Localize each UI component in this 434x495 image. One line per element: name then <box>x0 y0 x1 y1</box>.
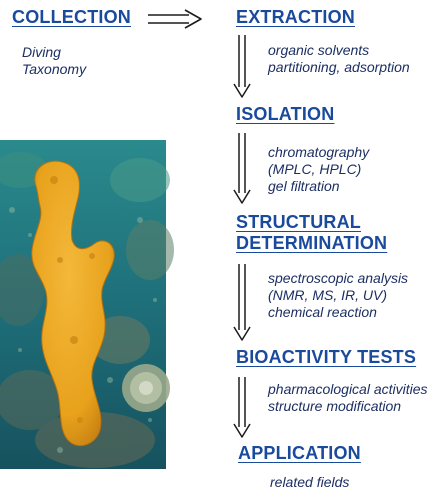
collection-heading: COLLECTION <box>12 7 131 28</box>
isolation-note-1: chromatography <box>268 144 369 161</box>
structural-note-1: spectroscopic analysis <box>268 270 408 287</box>
application-note-1: related fields <box>270 474 349 491</box>
down-arrow-icon-structural <box>232 264 252 342</box>
collection-note-taxonomy: Taxonomy <box>22 61 86 78</box>
down-arrow-icon-bioactivity <box>232 377 252 439</box>
structural-notes: spectroscopic analysis (NMR, MS, IR, UV)… <box>268 270 408 321</box>
bioactivity-tests-heading: BIOACTIVITY TESTS <box>236 347 416 368</box>
isolation-notes: chromatography (MPLC, HPLC) gel filtrati… <box>268 144 369 195</box>
collection-note-diving: Diving <box>22 44 86 61</box>
down-arrow-icon-isolation <box>232 133 252 205</box>
determination-heading-line: DETERMINATION <box>236 233 387 254</box>
structural-heading-line: STRUCTURAL <box>236 212 387 233</box>
fan-coral <box>122 364 170 412</box>
application-heading: APPLICATION <box>238 443 361 464</box>
extraction-note-1: organic solvents <box>268 42 410 59</box>
structural-note-3: chemical reaction <box>268 304 408 321</box>
extraction-heading: EXTRACTION <box>236 7 355 28</box>
bioactivity-notes: pharmacological activities structure mod… <box>268 381 428 415</box>
isolation-heading: ISOLATION <box>236 104 334 125</box>
bioactivity-note-2: structure modification <box>268 398 428 415</box>
sponge-photo <box>0 140 166 469</box>
structural-note-2: (NMR, MS, IR, UV) <box>268 287 408 304</box>
bioactivity-note-1: pharmacological activities <box>268 381 428 398</box>
application-notes: related fields <box>270 474 349 491</box>
extraction-notes: organic solvents partitioning, adsorptio… <box>268 42 410 76</box>
structural-determination-heading: STRUCTURAL DETERMINATION <box>236 212 387 254</box>
isolation-note-3: gel filtration <box>268 178 369 195</box>
collection-notes: Diving Taxonomy <box>22 44 86 78</box>
double-right-arrow-icon <box>146 9 206 29</box>
extraction-note-2: partitioning, adsorption <box>268 59 410 76</box>
isolation-note-2: (MPLC, HPLC) <box>268 161 369 178</box>
down-arrow-icon-extraction <box>232 35 252 99</box>
